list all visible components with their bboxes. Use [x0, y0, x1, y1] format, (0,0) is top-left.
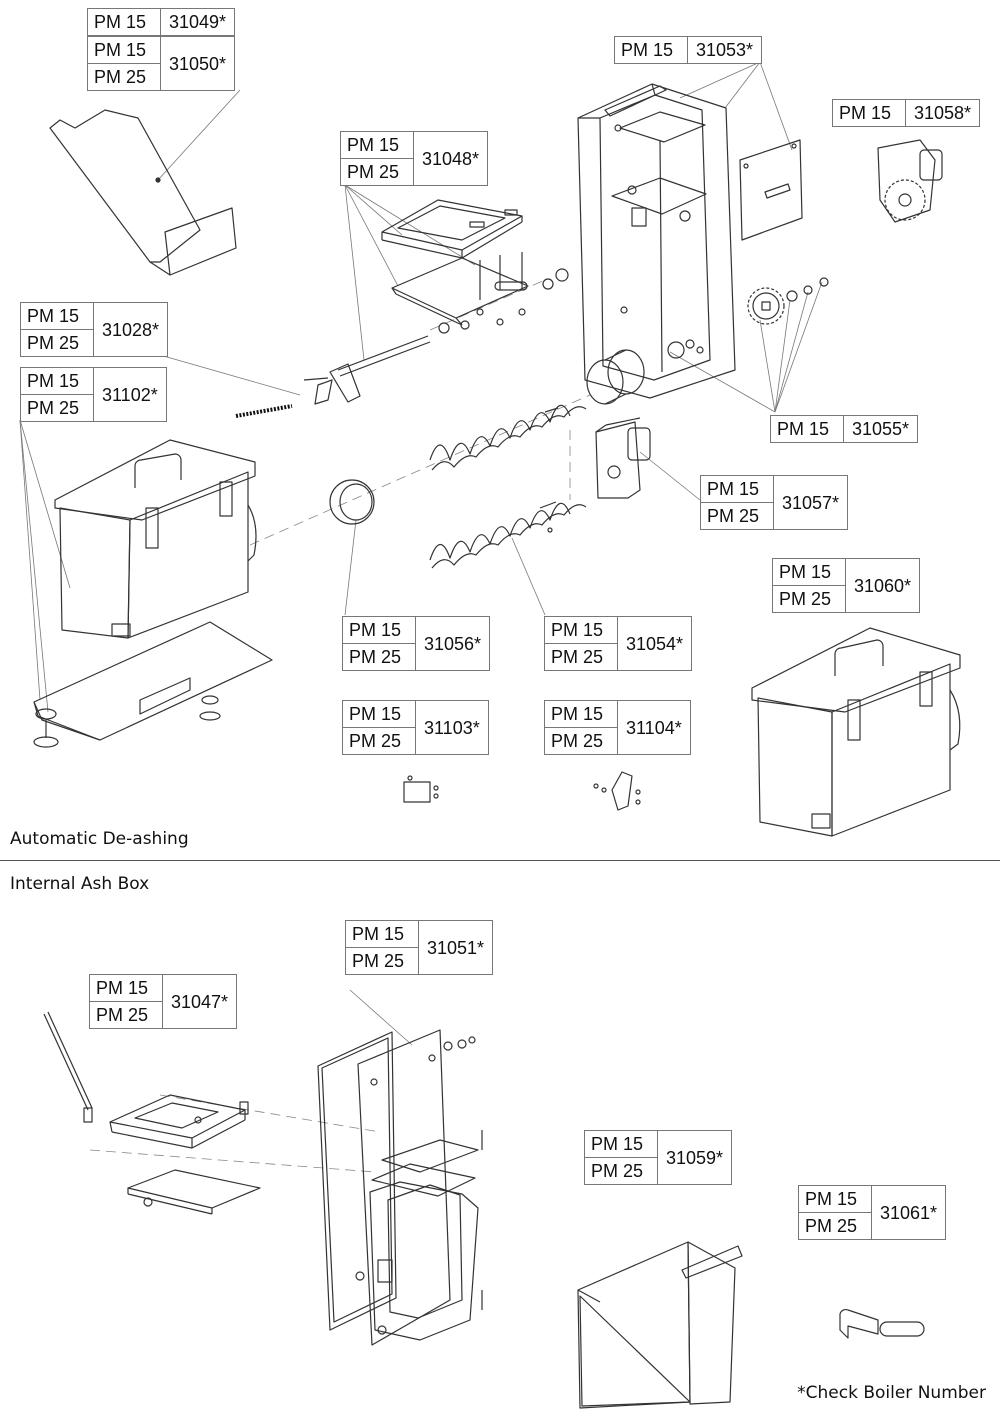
section-label-automatic: Automatic De-ashing: [10, 829, 189, 849]
part-number: 31048*: [412, 131, 489, 186]
latch-kit-31104: [593, 771, 641, 811]
model-label: PM 15: [342, 700, 416, 728]
part-number: 31028*: [92, 302, 169, 357]
model-label: PM 25: [584, 1157, 658, 1185]
grate-plate: [391, 252, 569, 334]
model-label: PM 15: [340, 131, 414, 159]
inner-grate-frame: [109, 1094, 249, 1149]
part-number: 31103*: [415, 700, 489, 755]
model-label: PM 25: [798, 1212, 872, 1240]
model-label: PM 25: [340, 158, 414, 186]
auger-lower: [429, 501, 587, 569]
model-label: PM 15: [342, 616, 416, 644]
part-number: 31058*: [904, 99, 981, 127]
model-label: PM 15: [89, 974, 163, 1002]
model-label: PM 15: [544, 700, 618, 728]
part-number: 31102*: [93, 367, 167, 422]
model-label: PM 15: [614, 36, 688, 64]
model-label: PM 15: [87, 8, 161, 36]
model-label: PM 15: [87, 36, 161, 64]
part-number: 31056*: [414, 616, 491, 671]
model-label: PM 25: [342, 643, 416, 671]
ash-box-with-base: [33, 439, 273, 748]
deflector-plate: [49, 109, 237, 276]
model-label: PM 25: [345, 947, 419, 975]
part-number: 31051*: [417, 920, 494, 975]
section-divider: [0, 860, 1000, 861]
part-number: 31104*: [617, 700, 691, 755]
de-ashing-housing: [577, 83, 736, 405]
section-label-internal: Internal Ash Box: [10, 874, 150, 894]
ash-tool-hook: [839, 1308, 925, 1339]
model-label: PM 25: [342, 727, 416, 755]
part-number: 31049*: [159, 8, 236, 36]
inspection-cover: [739, 139, 803, 241]
model-label: PM 25: [87, 63, 161, 91]
model-label: PM 15: [700, 475, 774, 503]
auger-gear-motor: [595, 417, 651, 499]
part-number: 31055*: [842, 415, 919, 443]
model-label: PM 15: [832, 99, 906, 127]
grate-lever: [303, 335, 431, 405]
leader-lines: [19, 61, 823, 1046]
model-label: PM 25: [772, 585, 846, 613]
sprocket: [747, 277, 829, 325]
model-label: PM 15: [20, 302, 94, 330]
model-label: PM 25: [544, 643, 618, 671]
part-number: 31053*: [686, 36, 763, 64]
model-label: PM 15: [772, 558, 846, 586]
model-label: PM 25: [20, 394, 94, 422]
model-label: PM 15: [20, 367, 94, 395]
model-label: PM 25: [544, 727, 618, 755]
inner-ash-housing: [317, 1029, 483, 1346]
inner-base-plate: [127, 1169, 261, 1215]
part-number: 31057*: [772, 475, 849, 530]
inner-ash-container: [577, 1241, 743, 1409]
ash-box-external: [751, 627, 961, 837]
part-number: 31060*: [844, 558, 921, 613]
model-label: PM 25: [89, 1001, 163, 1029]
model-label: PM 15: [770, 415, 844, 443]
model-label: PM 25: [700, 502, 774, 530]
auger-upper: [429, 404, 587, 471]
part-number: 31050*: [159, 36, 236, 91]
check-boiler-note: *Check Boiler Number: [797, 1383, 986, 1403]
gear-motor-top: [877, 139, 943, 223]
model-label: PM 15: [544, 616, 618, 644]
seal-ring: [329, 479, 375, 525]
model-label: PM 15: [345, 920, 419, 948]
part-number: 31059*: [656, 1130, 733, 1185]
poker-rod: [43, 1011, 93, 1123]
model-label: PM 15: [798, 1185, 872, 1213]
part-number: 31047*: [161, 974, 238, 1029]
spring: [235, 404, 293, 418]
part-number: 31061*: [870, 1185, 947, 1240]
part-number: 31054*: [616, 616, 693, 671]
model-label: PM 25: [20, 329, 94, 357]
grate-frame: [381, 199, 523, 259]
model-label: PM 15: [584, 1130, 658, 1158]
latch-kit-31103: [403, 775, 439, 803]
